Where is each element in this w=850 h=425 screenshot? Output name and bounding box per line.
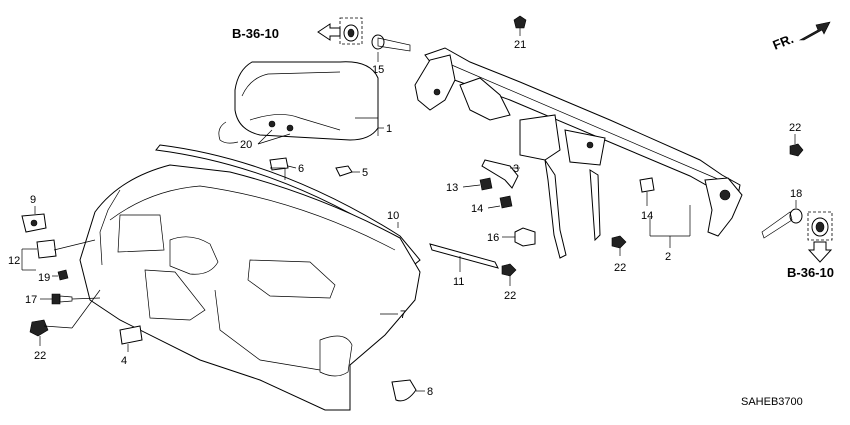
part-2-steering-hanger-beam[interactable]: 2 bbox=[414, 47, 743, 263]
down-arrow-icon bbox=[807, 241, 833, 263]
part-17-bolt[interactable]: 15 bbox=[371, 34, 411, 76]
part-18-bolt[interactable]: 16 bbox=[487, 227, 536, 247]
callout-22-top: 21 bbox=[514, 39, 526, 51]
section-ref-top-label[interactable]: B-36-10 bbox=[232, 26, 279, 41]
callout-2: 2 bbox=[665, 251, 671, 263]
callout-15: 17 bbox=[25, 294, 37, 306]
callout-8: 9 bbox=[30, 194, 36, 206]
callout-18: 16 bbox=[487, 232, 499, 244]
leader-15 bbox=[71, 297, 101, 300]
leader-19 bbox=[71, 289, 101, 329]
part-12-clip[interactable]: 14 bbox=[639, 177, 655, 222]
callout-7: 8 bbox=[427, 386, 433, 398]
callout-6: 6 bbox=[298, 163, 304, 175]
part-9-vent-assembly[interactable]: 12 bbox=[8, 239, 57, 271]
part-7-cap[interactable]: 8 bbox=[391, 379, 433, 402]
callout-11: 11 bbox=[453, 276, 464, 288]
left-arrow-icon bbox=[317, 23, 341, 41]
part-16-bolt[interactable]: 18 bbox=[761, 188, 803, 239]
part-13-pad[interactable]: 4 bbox=[119, 325, 143, 367]
part-20-clip[interactable]: 20 bbox=[240, 129, 291, 151]
part-1-passenger-airbag[interactable]: 1 bbox=[218, 61, 392, 144]
callout-19: 22 bbox=[34, 350, 46, 362]
callout-21: 19 bbox=[38, 272, 50, 284]
diagram-reference-code: SAHEB3700 bbox=[741, 396, 803, 408]
part-8-clip[interactable]: 9 bbox=[21, 194, 47, 233]
part-6-clip[interactable]: 6 bbox=[269, 157, 304, 175]
section-ref-bottom[interactable]: B-36-10 bbox=[787, 211, 834, 280]
part-19-bolt[interactable]: 22 bbox=[29, 319, 73, 362]
part-15-screw[interactable]: 17 bbox=[25, 293, 73, 306]
part-4-plug[interactable]: 5 bbox=[335, 165, 368, 179]
section-ref-top[interactable]: B-36-10 bbox=[232, 17, 363, 45]
callout-16: 18 bbox=[790, 188, 802, 200]
callout-10: 10 bbox=[387, 210, 399, 222]
front-direction-label: FR. bbox=[771, 31, 796, 53]
part-22-lower[interactable]: 22 bbox=[501, 263, 517, 302]
section-ref-bottom-label[interactable]: B-36-10 bbox=[787, 265, 834, 280]
callout-22-right: 22 bbox=[789, 122, 801, 134]
part-22-mid[interactable]: 22 bbox=[611, 235, 627, 274]
front-direction-indicator: FR. bbox=[771, 21, 831, 53]
leader-9 bbox=[53, 239, 96, 251]
callout-12: 14 bbox=[641, 210, 653, 222]
callout-14-upper: 13 bbox=[446, 182, 458, 194]
part-11-strip[interactable]: 11 bbox=[429, 243, 499, 288]
part-5-instrument-panel[interactable]: 7 bbox=[79, 164, 421, 411]
callout-4: 5 bbox=[362, 167, 368, 179]
callout-14-lower: 14 bbox=[471, 203, 483, 215]
callout-13: 4 bbox=[121, 355, 127, 367]
part-21-clip[interactable]: 19 bbox=[38, 269, 69, 284]
callout-22-lower: 22 bbox=[504, 290, 516, 302]
callout-1: 1 bbox=[386, 123, 392, 135]
front-arrow-icon bbox=[798, 21, 831, 41]
part-3-bracket[interactable]: 3 bbox=[481, 159, 520, 189]
callout-9: 12 bbox=[8, 255, 20, 267]
callout-22-mid: 22 bbox=[614, 262, 626, 274]
part-22-top[interactable]: 21 bbox=[513, 15, 527, 51]
part-22-right[interactable]: 22 bbox=[789, 122, 804, 157]
part-14-upper[interactable]: 13 bbox=[446, 177, 493, 194]
callout-20: 20 bbox=[240, 139, 252, 151]
callout-5: 7 bbox=[400, 309, 406, 321]
part-14-lower[interactable]: 14 bbox=[471, 195, 513, 215]
callout-3: 3 bbox=[513, 163, 519, 175]
